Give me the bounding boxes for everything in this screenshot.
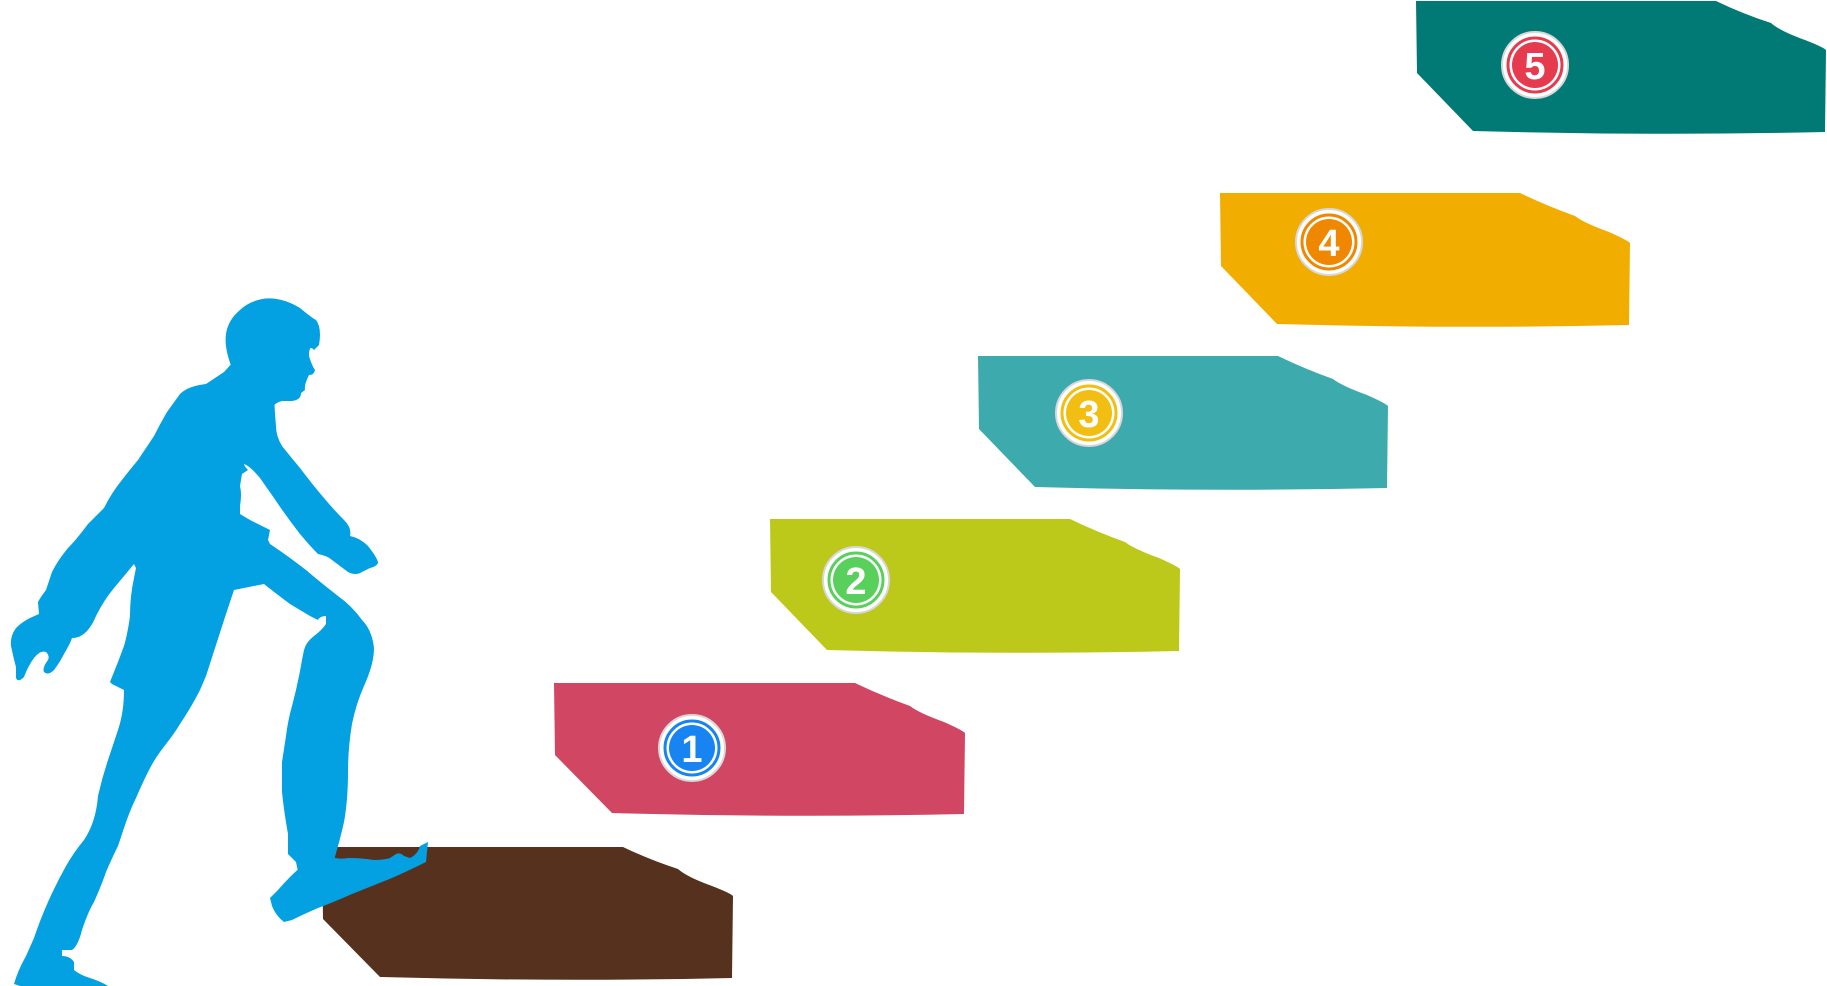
step-1: 1 <box>554 683 965 816</box>
step-3-shape <box>978 356 1388 490</box>
step-2-badge: 2 <box>822 546 890 614</box>
step-1-badge: 1 <box>658 714 726 782</box>
step-1-number: 1 <box>681 729 702 771</box>
step-4: 4 <box>1220 193 1630 327</box>
step-4-number: 4 <box>1318 223 1339 265</box>
step-5: 5 <box>1416 1 1826 134</box>
step-2: 2 <box>770 519 1180 653</box>
step-4-badge: 4 <box>1295 208 1363 276</box>
step-4-shape <box>1220 193 1630 327</box>
step-0-shape <box>322 847 733 980</box>
step-5-shape <box>1416 1 1826 134</box>
step-3-number: 3 <box>1078 394 1099 436</box>
step-1-shape <box>554 683 965 816</box>
step-3-badge: 3 <box>1055 379 1123 447</box>
step-0 <box>322 847 733 980</box>
step-5-badge: 5 <box>1501 31 1569 99</box>
step-5-number: 5 <box>1524 46 1545 88</box>
climbing-person-silhouette-icon <box>10 298 428 986</box>
step-3: 3 <box>978 356 1388 490</box>
step-2-number: 2 <box>845 561 866 603</box>
